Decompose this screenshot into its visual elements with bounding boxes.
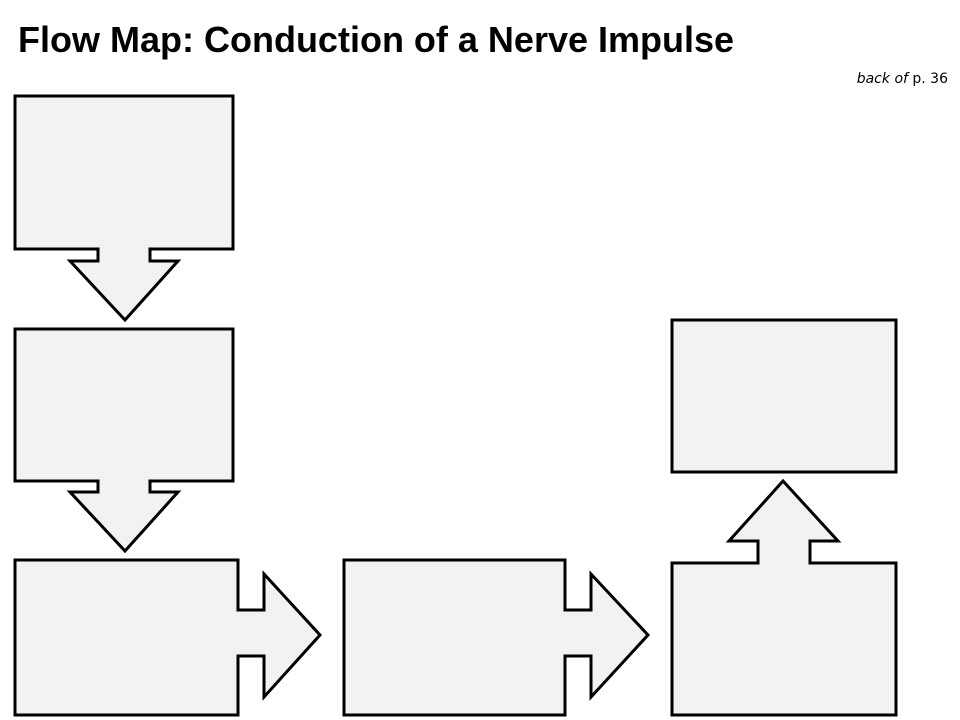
page-reference: back of p. 36 xyxy=(857,68,948,90)
flow-step-box-3 xyxy=(13,558,323,717)
flow-step-box-6 xyxy=(670,318,898,474)
flow-step-box-4 xyxy=(342,558,651,717)
flow-step-box-5 xyxy=(670,478,898,717)
page-reference-page: p. 36 xyxy=(912,71,948,87)
flow-step-box-1 xyxy=(13,94,235,323)
page-title: Flow Map: Conduction of a Nerve Impulse xyxy=(18,19,735,60)
page-reference-prefix: back of xyxy=(856,71,908,87)
flow-step-box-2 xyxy=(13,327,235,554)
